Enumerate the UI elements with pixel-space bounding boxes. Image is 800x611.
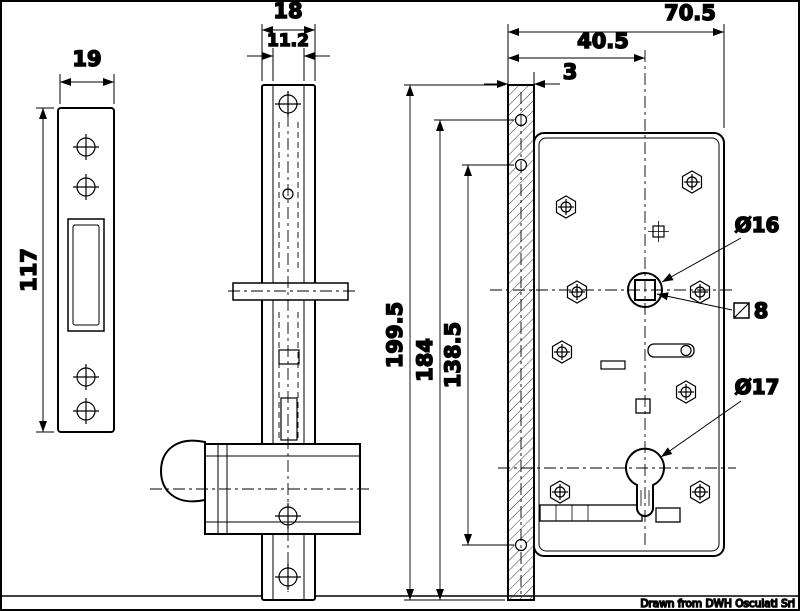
dim-faceplate-height (404, 84, 505, 601)
dim-label-strike-height: 117 (17, 248, 41, 292)
latch-bolt-side (232, 282, 349, 301)
strike-plate-view: 19 117 (16, 46, 115, 433)
dim-label-strike-width: 19 (72, 47, 101, 71)
side-detail-slide (280, 397, 298, 441)
thumb-knob (159, 439, 206, 503)
side-mechanism-hidden-lines (278, 122, 299, 440)
dim-label-screw-distance: 138.5 (441, 322, 465, 388)
strike-cutout-inner (72, 224, 100, 326)
front-centerlines (490, 50, 736, 594)
dim-label-backset: 40.5 (577, 29, 629, 53)
strike-cutout-outer (67, 218, 105, 332)
side-detail-block (278, 349, 300, 365)
lock-case (533, 132, 725, 557)
dim-label-case-height: 184 (413, 338, 437, 382)
dim-label-side-width: 18 (273, 0, 302, 23)
lock-case-inner (538, 137, 720, 552)
callout-cylinder-diameter: Ø17 (735, 375, 780, 399)
dim-screw-distance (462, 164, 514, 546)
side-view: 18 11.2 (150, 0, 372, 601)
strike-plate (57, 107, 115, 433)
dim-label-total-depth: 70.5 (664, 1, 716, 25)
dim-case-height (434, 119, 514, 600)
side-centerlines (150, 92, 372, 592)
square-symbol-icon (733, 302, 750, 319)
callout-leaders (656, 237, 742, 458)
dim-strike-height (36, 107, 54, 433)
dim-faceplate-thickness (484, 72, 560, 88)
dim-label-faceplate-height: 199.5 (383, 302, 407, 368)
dim-label-side-inner-width: 11.2 (267, 31, 309, 51)
callout-spindle-square: 8 (754, 299, 769, 323)
credit-text: Drawn from DWH Osculati Srl (640, 598, 795, 610)
front-view: Ø16 8 Ø17 70.5 40.5 3 (382, 0, 780, 601)
dim-side-inner-width (247, 48, 330, 81)
dim-strike-width (59, 74, 115, 104)
callout-follower-diameter: Ø16 (735, 213, 780, 237)
dim-label-faceplate-thickness: 3 (563, 60, 578, 84)
